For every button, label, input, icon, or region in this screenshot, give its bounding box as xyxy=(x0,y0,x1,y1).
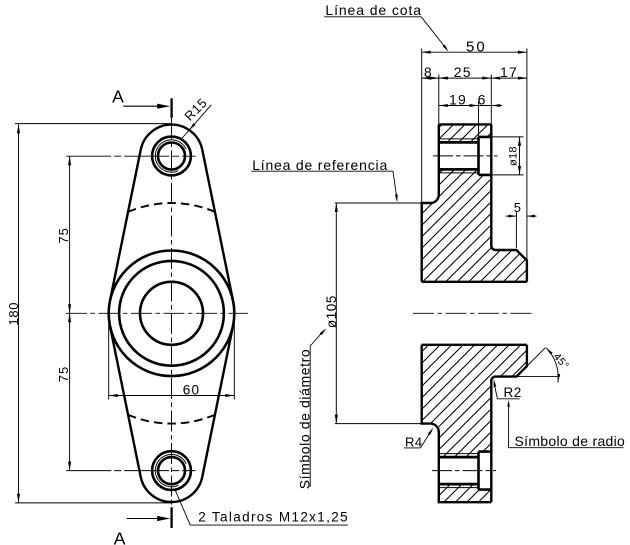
svg-text:ø18: ø18 xyxy=(507,146,519,166)
svg-text:R2: R2 xyxy=(504,385,522,400)
svg-text:8: 8 xyxy=(424,64,432,80)
svg-text:Línea de referencia: Línea de referencia xyxy=(252,157,388,173)
svg-text:19: 19 xyxy=(449,92,467,108)
svg-text:2 Taladros M12x1,25: 2 Taladros M12x1,25 xyxy=(198,509,349,524)
svg-text:A: A xyxy=(114,529,126,545)
svg-text:A: A xyxy=(112,87,124,107)
svg-text:25: 25 xyxy=(454,64,472,80)
svg-text:180: 180 xyxy=(6,302,21,326)
svg-text:60: 60 xyxy=(183,383,200,398)
svg-text:R4: R4 xyxy=(405,434,423,449)
svg-text:6: 6 xyxy=(478,92,486,108)
svg-text:Símbolo de diámetro: Símbolo de diámetro xyxy=(297,349,313,490)
svg-text:50: 50 xyxy=(466,38,487,55)
svg-text:Línea de cota: Línea de cota xyxy=(325,2,422,18)
svg-text:75: 75 xyxy=(56,227,71,243)
svg-text:5: 5 xyxy=(514,200,521,215)
svg-text:ø105: ø105 xyxy=(324,295,339,328)
svg-text:17: 17 xyxy=(500,64,518,80)
svg-text:Símbolo de radio: Símbolo de radio xyxy=(515,433,626,449)
svg-text:75: 75 xyxy=(56,366,71,382)
